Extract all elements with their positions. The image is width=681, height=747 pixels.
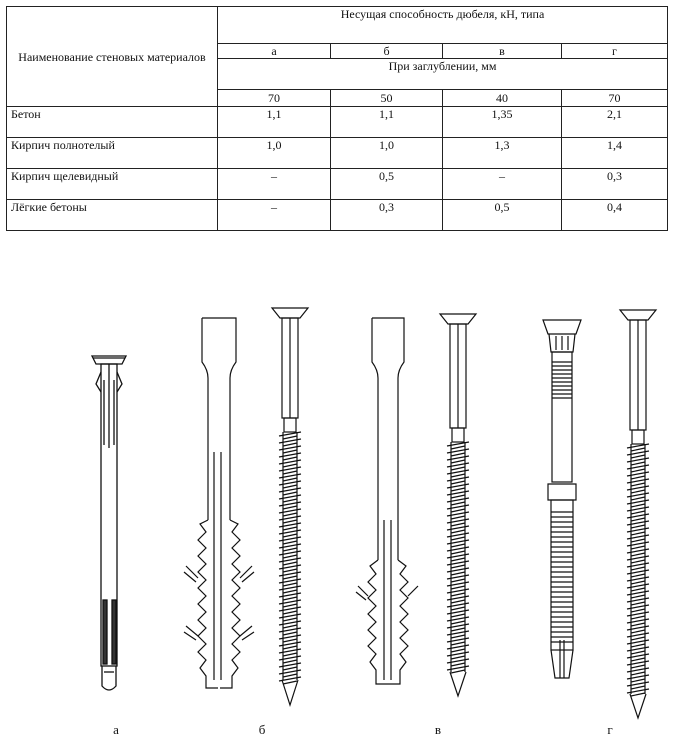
value-cell: 1,1 [330,106,443,138]
value-cell: 1,4 [561,137,668,169]
caption-b: б [258,722,266,737]
type-header-g: г [561,43,668,59]
depth-a: 70 [217,89,331,107]
value-cell: 0,3 [330,199,443,231]
depth-g: 70 [561,89,668,107]
value-cell: 0,5 [442,199,562,231]
material-column-header: Наименование стеновых материалов [6,6,218,107]
table-row: Бетон 1,1 1,1 1,35 2,1 [6,106,668,138]
value-cell: 0,5 [330,168,443,200]
type-header-v: в [442,43,562,59]
value-cell: – [217,168,331,200]
caption-g: г [607,722,613,737]
value-cell: 1,0 [217,137,331,169]
dowel-v-screw-drawing [438,313,478,698]
dowel-b-screw-drawing [270,307,310,707]
dowel-v-sleeve-drawing [355,317,419,685]
material-name: Кирпич полнотелый [6,137,218,169]
caption-v: в [434,722,442,737]
type-header-b: б [330,43,443,59]
caption-a: а [113,722,119,737]
value-cell: 0,4 [561,199,668,231]
value-cell: 1,1 [217,106,331,138]
capacity-header: Несущая способность дюбеля, кН, типа [217,6,668,44]
dowel-types-illustration [90,307,658,720]
dowel-capacity-table: Наименование стеновых материалов Несущая… [6,6,668,231]
material-name: Бетон [6,106,218,138]
dowel-a-drawing [90,355,128,691]
type-header-a: а [217,43,331,59]
value-cell: 1,3 [442,137,562,169]
dowel-g-sleeve-drawing [542,319,582,679]
dowel-b-sleeve-drawing [183,317,255,689]
depth-b: 50 [330,89,443,107]
material-name: Кирпич щелевидный [6,168,218,200]
table-row: Кирпич полнотелый 1,0 1,0 1,3 1,4 [6,137,668,169]
depth-header: При заглублении, мм [217,58,668,90]
value-cell: 2,1 [561,106,668,138]
dowel-g-screw-drawing [618,309,658,720]
depth-v: 40 [442,89,562,107]
value-cell: – [442,168,562,200]
value-cell: – [217,199,331,231]
table-row: Кирпич щелевидный – 0,5 – 0,3 [6,168,668,200]
value-cell: 1,0 [330,137,443,169]
value-cell: 0,3 [561,168,668,200]
material-name: Лёгкие бетоны [6,199,218,231]
table-row: Лёгкие бетоны – 0,3 0,5 0,4 [6,199,668,231]
value-cell: 1,35 [442,106,562,138]
